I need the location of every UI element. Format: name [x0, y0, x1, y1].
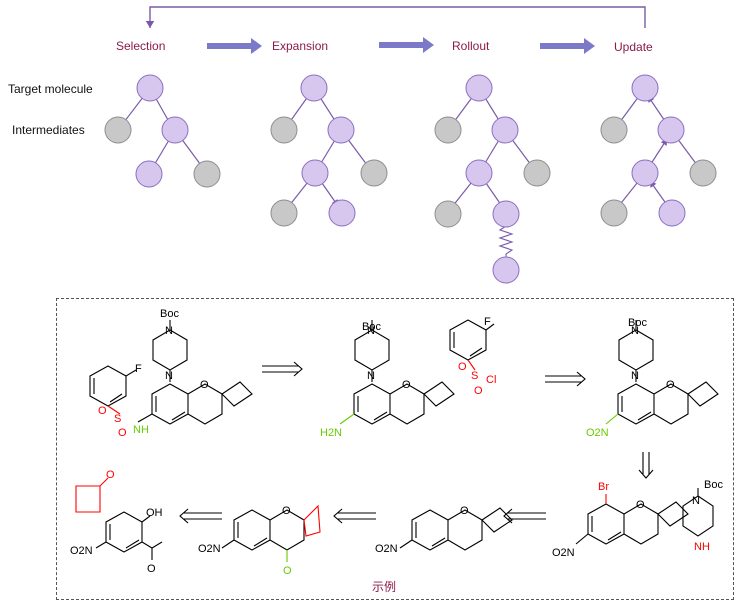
step-arrow: [540, 38, 595, 54]
atom-label-o: O: [460, 505, 469, 517]
example-caption: 示例: [372, 580, 397, 594]
atom-label-s: S: [114, 413, 121, 425]
update-loop-line: [145, 6, 646, 28]
row-label-target: Target molecule: [8, 82, 93, 96]
atom-label-o: O: [636, 499, 645, 511]
atom-label-o: O: [118, 427, 127, 439]
atom-label-o2n: O2N: [586, 427, 609, 439]
retro-arrow: [179, 508, 222, 524]
molecule-bromo-nitro: [575, 494, 689, 545]
step-selection: Selection: [116, 39, 166, 53]
atom-label-o2n: O2N: [198, 543, 221, 555]
molecule-nitro-boc: [605, 320, 719, 425]
atom-label-o: O: [283, 565, 292, 577]
atom-label-n: N: [165, 325, 173, 337]
atom-label-n: N: [367, 370, 375, 382]
atom-label-boc: Boc: [704, 479, 723, 491]
atom-label-o: O: [666, 379, 675, 391]
tree-update: [600, 74, 717, 227]
tree-selection: [104, 74, 221, 188]
atom-label-boc: Boc: [160, 308, 179, 320]
atom-label-o: O: [282, 505, 291, 517]
retro-arrow: [333, 508, 376, 524]
atom-label-o: O: [200, 379, 209, 391]
step-arrow: [379, 37, 434, 53]
atom-label-o2n: O2N: [70, 545, 93, 557]
step-rollout: Rollout: [452, 39, 490, 53]
atom-label-n: N: [165, 370, 173, 382]
atom-label-nh-n: N: [133, 424, 141, 436]
molecule-target-sulfonamide: [89, 320, 253, 425]
atom-label-f: F: [135, 363, 142, 375]
atom-label-f: F: [484, 316, 491, 328]
retro-arrow: [638, 452, 654, 479]
rollout-squiggle: [498, 225, 514, 258]
molecule-amine: [339, 320, 455, 425]
step-expansion: Expansion: [272, 39, 329, 53]
tree-rollout: [434, 74, 551, 284]
atom-label-n: N: [631, 325, 639, 337]
tree-expansion: [270, 74, 388, 227]
atom-label-o: O: [474, 385, 483, 397]
row-label-intermediates: Intermediates: [12, 123, 85, 137]
retro-arrow: [545, 371, 586, 387]
atom-label-boc: Boc: [628, 317, 647, 329]
atom-label-o: O: [147, 563, 156, 575]
step-update: Update: [614, 40, 653, 54]
atom-label-nh-h: H: [141, 424, 149, 436]
atom-label-n: N: [631, 370, 639, 382]
retro-arrow: [503, 508, 546, 524]
atom-label-n: N: [367, 325, 375, 337]
molecule-boc-piperazine: [682, 488, 714, 537]
atom-label-n: N: [692, 495, 700, 507]
atom-label-br: Br: [598, 481, 609, 493]
atom-label-oh: OH: [146, 507, 163, 519]
molecule-nitro-spirochromane: [399, 507, 513, 551]
retrosynthesis-scheme: Boc N N O F S O O N H Boc N N O H2N F S …: [70, 308, 723, 577]
atom-label-boc: Boc: [362, 321, 381, 333]
atom-label-o: O: [402, 379, 411, 391]
molecule-chromanone: [221, 504, 321, 562]
retrosynthesis-example-box: [56, 298, 734, 600]
atom-label-o2n: O2N: [375, 543, 398, 555]
atom-label-h2n: H2N: [320, 427, 342, 439]
retro-arrow: [262, 361, 303, 377]
mcts-diagram: [104, 6, 717, 284]
molecule-cyclobutanone: [75, 477, 109, 513]
atom-label-cl: Cl: [486, 374, 496, 386]
atom-label-o: O: [458, 361, 467, 373]
atom-label-o2n: O2N: [552, 547, 575, 559]
atom-label-o: O: [106, 469, 115, 481]
atom-label-nh: NH: [694, 541, 710, 553]
molecule-acetophenone: [95, 511, 163, 560]
atom-label-s: S: [471, 370, 478, 382]
molecule-sulfonyl-chloride: [449, 319, 495, 371]
atom-label-o: O: [98, 405, 107, 417]
step-arrow: [207, 38, 262, 54]
